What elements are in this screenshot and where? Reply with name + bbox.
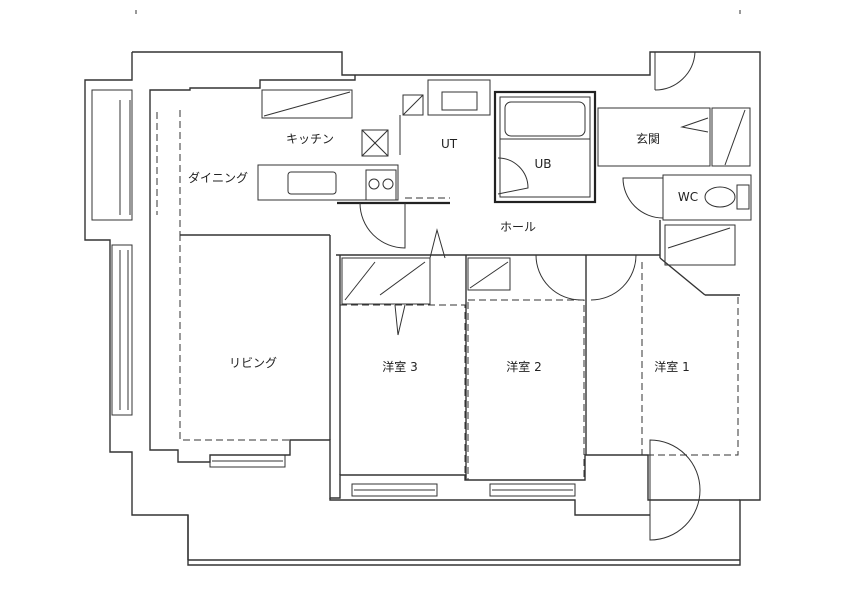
entrance-fixtures (597, 51, 752, 221)
room-labels: キッチン UT UB 玄関 WC ダイニング ホール リビング 洋室 3 洋室 … (188, 131, 698, 374)
room-label-dining: ダイニング (188, 170, 248, 185)
kitchen-fixtures (257, 89, 450, 205)
doors (359, 202, 701, 541)
room-label-bedroom1: 洋室 1 (654, 359, 689, 374)
outer-wall (84, 51, 761, 566)
windows (91, 89, 576, 497)
ceiling-lines (156, 110, 739, 481)
room-label-toilet: WC (678, 190, 698, 204)
room-label-hall: ホール (500, 220, 536, 234)
room-label-living: リビング (229, 356, 277, 370)
bath-fixtures (399, 79, 597, 204)
room-label-kitchen: キッチン (286, 132, 334, 146)
interior-walls (180, 220, 740, 480)
room-label-bedroom3: 洋室 3 (382, 359, 417, 374)
room-label-entrance: 玄関 (636, 131, 660, 146)
room-label-unit-bath: UB (534, 157, 551, 171)
room-label-bedroom2: 洋室 2 (506, 359, 541, 374)
room-label-utility: UT (441, 137, 458, 151)
registration-marks (135, 10, 741, 14)
